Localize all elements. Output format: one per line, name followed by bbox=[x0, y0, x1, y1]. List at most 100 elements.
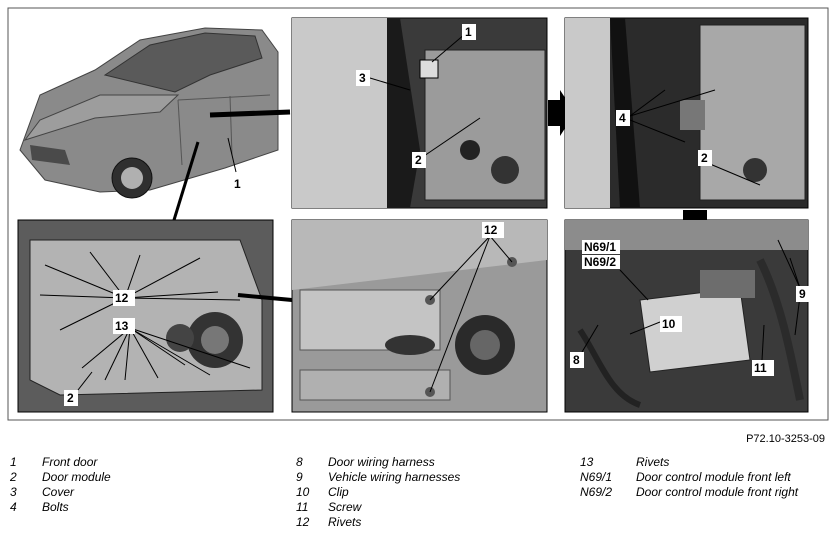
callout-leader bbox=[429, 235, 491, 393]
legend-number: 1 bbox=[10, 455, 17, 469]
callout-label: 4 bbox=[619, 111, 626, 125]
legend-row: N69/2 Door control module front right bbox=[580, 485, 798, 500]
legend-row: 3 Cover bbox=[10, 485, 111, 500]
legend-row: 4 Bolts bbox=[10, 500, 111, 515]
legend-text: Bolts bbox=[42, 500, 69, 514]
callout-leader bbox=[629, 321, 661, 335]
callout-leader bbox=[629, 119, 686, 143]
callout-label: 2 bbox=[415, 153, 422, 167]
callout-leader bbox=[489, 235, 513, 263]
legend-text: Door control module front left bbox=[636, 470, 791, 484]
callout-label: 10 bbox=[662, 317, 676, 331]
legend-number: 13 bbox=[580, 455, 594, 469]
callout-box bbox=[698, 150, 712, 166]
callout-label: 2 bbox=[67, 391, 74, 405]
legend-number: 9 bbox=[296, 470, 303, 484]
legend-row: 8 Door wiring harness bbox=[296, 455, 460, 470]
legend-text: Door wiring harness bbox=[328, 455, 435, 469]
legend-text: Rivets bbox=[328, 515, 362, 529]
car-illustration bbox=[19, 27, 279, 199]
callout-box bbox=[412, 152, 426, 168]
legend-number: 3 bbox=[10, 485, 17, 499]
callout-leader bbox=[794, 295, 801, 336]
callout-leader bbox=[619, 269, 649, 301]
door-top-panel bbox=[291, 17, 548, 209]
legend-row: 10 Clip bbox=[296, 485, 460, 500]
legend-number: 8 bbox=[296, 455, 303, 469]
legend-row: 13 Rivets bbox=[580, 455, 798, 470]
callout-label: 2 bbox=[701, 151, 708, 165]
callout-box bbox=[64, 390, 78, 406]
callout-box bbox=[796, 286, 810, 302]
legend-number: 11 bbox=[296, 500, 309, 514]
callout-leader bbox=[227, 137, 237, 173]
callout-label-n69-2: N69/2 bbox=[584, 255, 616, 269]
legend-text: Door module bbox=[42, 470, 111, 484]
callout-box bbox=[752, 360, 774, 376]
rivet-detail-panel bbox=[291, 219, 548, 413]
legend-text: Vehicle wiring harnesses bbox=[328, 470, 461, 484]
callout-label: 13 bbox=[115, 319, 129, 333]
legend-text: Clip bbox=[328, 485, 349, 499]
door-right-panel bbox=[564, 17, 809, 209]
callout-box bbox=[660, 316, 682, 332]
legend-column-1: 1 Front door 2 Door module 3 Cover 4 Bolts bbox=[10, 455, 111, 515]
callout-box bbox=[113, 318, 135, 334]
legend-row: 12 Rivets bbox=[296, 515, 460, 530]
zoom-arrow bbox=[209, 109, 291, 118]
legend-number: 4 bbox=[10, 500, 17, 514]
legend-number: N69/2 bbox=[580, 485, 613, 499]
callout-box bbox=[582, 240, 620, 254]
callout-box bbox=[570, 352, 584, 368]
figure-reference: P72.10-3253-09 bbox=[746, 433, 825, 445]
callout-leader bbox=[429, 235, 491, 301]
legend-number: 10 bbox=[296, 485, 310, 499]
figure-frame bbox=[7, 7, 829, 421]
legend-column-2: 8 Door wiring harness 9 Vehicle wiring har… bbox=[296, 455, 460, 530]
legend-text: Door control module front right bbox=[636, 485, 799, 499]
callout-label: 3 bbox=[359, 71, 366, 85]
door-inner-panel bbox=[17, 219, 274, 413]
callout-leader bbox=[629, 89, 716, 117]
legend-row: 2 Door module bbox=[10, 470, 111, 485]
legend-number: 12 bbox=[296, 515, 310, 529]
callout-leader bbox=[761, 324, 765, 361]
callout-leader bbox=[77, 371, 93, 391]
callout-label: 1 bbox=[234, 177, 241, 191]
callout-box bbox=[616, 110, 630, 126]
rivet-leaders-13 bbox=[81, 327, 251, 381]
callout-leader bbox=[581, 324, 599, 353]
callout-leader bbox=[629, 89, 666, 117]
callout-leader bbox=[789, 257, 801, 289]
callout-leader bbox=[709, 163, 761, 186]
callout-label: 8 bbox=[573, 353, 580, 367]
callout-box bbox=[462, 24, 476, 40]
legend-text: Front door bbox=[42, 455, 98, 469]
legend-row: N69/1 Door control module front left bbox=[580, 470, 798, 485]
callout-label: 9 bbox=[799, 287, 806, 301]
legend-number: 2 bbox=[10, 470, 17, 484]
legend-row: 1 Front door bbox=[10, 455, 111, 470]
zoom-arrow bbox=[237, 293, 293, 302]
callout-leader bbox=[431, 33, 466, 63]
arrow-right-icon bbox=[548, 90, 575, 136]
legend-text: Screw bbox=[328, 500, 362, 514]
legend-row: 9 Vehicle wiring harnesses bbox=[296, 470, 460, 485]
legend-row: 11 Screw bbox=[296, 500, 460, 515]
callout-leader bbox=[777, 239, 801, 289]
callout-label: 12 bbox=[484, 223, 498, 237]
callout-label: 12 bbox=[115, 291, 129, 305]
callout-label: 1 bbox=[465, 25, 472, 39]
legend-text: Cover bbox=[42, 485, 75, 499]
legend-number: N69/1 bbox=[580, 470, 613, 484]
legend-text: Rivets bbox=[636, 455, 670, 469]
callout-label: 11 bbox=[754, 361, 767, 375]
callout-box bbox=[113, 290, 135, 306]
callout-box bbox=[482, 222, 504, 238]
callout-box bbox=[356, 70, 370, 86]
zoom-arrow bbox=[172, 141, 200, 221]
callout-leader bbox=[369, 77, 411, 91]
callout-box bbox=[582, 255, 620, 269]
